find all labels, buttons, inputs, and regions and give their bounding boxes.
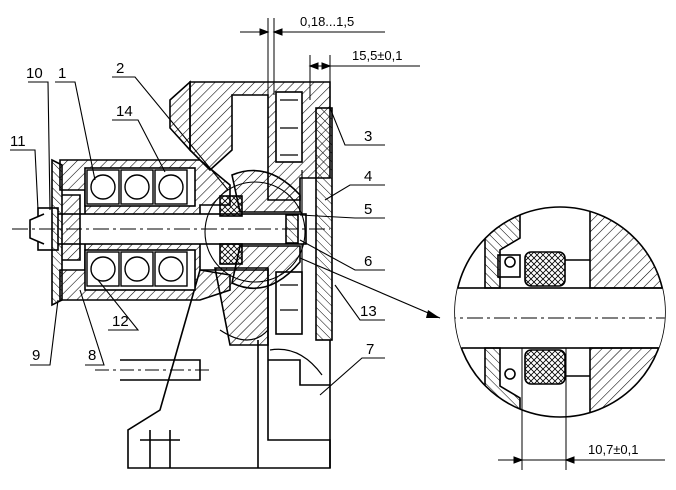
dimension-gap-label: 0,18...1,5 [300,14,354,29]
ball-bearings [86,169,188,287]
detail-view [454,206,666,418]
dimension-offset-label: 15,5±0,1 [352,48,403,63]
callout-13: 13 [360,303,377,320]
callout-9: 9 [32,347,40,364]
callout-3: 3 [364,128,372,145]
callout-4: 4 [364,168,372,185]
dimension-lines [240,18,665,470]
callout-8: 8 [88,347,96,364]
callout-14: 14 [116,103,133,120]
detail-circle-small [204,181,306,283]
detail-arrowhead [426,310,440,318]
detail-leader [299,257,441,319]
pulley-plate [51,158,81,307]
callout-7: 7 [366,341,374,358]
callout-1: 1 [58,65,66,82]
impeller [219,169,301,290]
dimension-seal-label: 10,7±0,1 [588,442,639,457]
callout-11: 11 [10,133,26,150]
callout-2: 2 [116,60,124,77]
callout-labels: 10 1 11 2 14 3 4 5 6 13 7 9 8 12 [10,60,377,364]
callout-10: 10 [26,65,43,82]
callout-6: 6 [364,253,372,270]
callout-12: 12 [112,313,129,330]
callout-leaders [10,76,385,396]
callout-5: 5 [364,201,372,218]
shaft [12,207,330,251]
